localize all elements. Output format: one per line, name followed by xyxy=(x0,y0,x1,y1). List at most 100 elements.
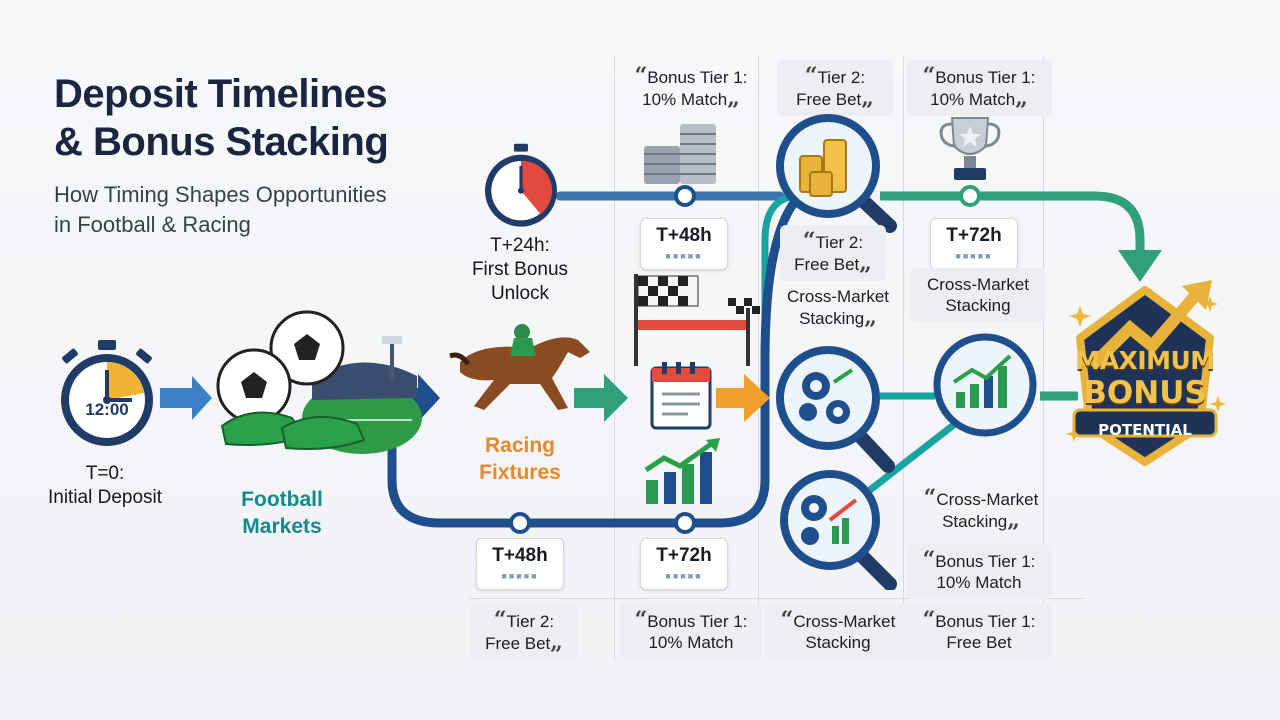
chequered-flags-icon xyxy=(634,274,760,366)
magnifier-gears-chart-icon xyxy=(780,470,897,590)
first-unlock-line-2: First Bonus xyxy=(471,259,569,280)
time-card-dots: ■■■■■ xyxy=(955,251,993,261)
first-bonus-unlock-label: T+24h: First Bonus Unlock xyxy=(450,234,590,306)
note-line: Free Bet xyxy=(946,633,1012,652)
note-line: Stacking xyxy=(799,309,865,328)
page-subtitle: How Timing Shapes Opportunities in Footb… xyxy=(54,180,454,240)
calendar-icon xyxy=(650,362,712,430)
waypoint-dot xyxy=(959,185,981,207)
note-line: Cross-Market xyxy=(793,612,896,631)
football-line-1: Football xyxy=(241,488,323,511)
quote-open: “ xyxy=(493,607,507,633)
note-line: 10% Match xyxy=(648,633,734,652)
football-markets-label: Football Markets xyxy=(222,486,342,540)
arrow-football-to-racing xyxy=(400,374,440,422)
quote-open: “ xyxy=(922,63,936,89)
note-line: Stacking xyxy=(942,512,1008,531)
arrow-clock-to-football xyxy=(160,376,212,420)
note-line: Tier 2: xyxy=(815,233,864,252)
note-line: Cross-Market xyxy=(936,490,1039,509)
badge-line-2: BONUS xyxy=(1083,375,1207,411)
initial-deposit-line-2: Initial Deposit xyxy=(47,487,163,508)
arrow-calendar-to-gears xyxy=(716,374,770,422)
time-card-top-72h: T+72h ■■■■■ xyxy=(930,218,1018,270)
waypoint-dot xyxy=(674,185,696,207)
note-line: Bonus Tier 1: xyxy=(935,552,1036,571)
racehorse-icon xyxy=(449,324,590,410)
maximum-bonus-badge-icon xyxy=(1066,280,1226,466)
time-card-dots: ■■■■■ xyxy=(501,571,539,581)
page-title: Deposit Timelines & Bonus Stacking xyxy=(54,70,474,166)
quote-open: “ xyxy=(802,228,816,254)
waypoint-dot xyxy=(509,512,531,534)
rising-bar-chart-icon xyxy=(644,438,720,504)
title-line-2: & Bonus Stacking xyxy=(54,120,389,164)
quote-open: “ xyxy=(634,63,648,89)
column-separator xyxy=(1043,55,1044,660)
note-line: Free Bet xyxy=(794,255,860,274)
badge-text: MAXIMUM BONUS POTENTIAL xyxy=(1064,346,1226,440)
row-separator xyxy=(470,598,1084,599)
football-line-2: Markets xyxy=(242,515,322,538)
bottom-route-line xyxy=(387,192,804,528)
stopwatch-icon xyxy=(61,340,153,446)
note-line: 10% Match xyxy=(930,90,1016,109)
note-line: Cross-Market xyxy=(926,275,1029,294)
note-line: Bonus Tier 1: xyxy=(647,68,748,87)
time-card-label: T+72h xyxy=(656,545,712,566)
note-line: 10% Match xyxy=(936,573,1022,592)
top-green-route xyxy=(880,191,1145,262)
time-card-label: T+72h xyxy=(946,225,1002,246)
racing-line-1: Racing xyxy=(484,434,555,457)
first-unlock-line-3: Unlock xyxy=(490,283,550,304)
initial-deposit-line-1: T=0: xyxy=(85,463,125,484)
football-cluster-icon xyxy=(216,310,422,454)
note-bottom-bonus-freebet: “Bonus Tier 1: Free Bet xyxy=(906,604,1052,659)
note-line: Bonus Tier 1: xyxy=(935,68,1036,87)
note-line: Bonus Tier 1: xyxy=(647,612,748,631)
quote-close: „ xyxy=(727,85,740,111)
stopwatch-24h-icon xyxy=(485,143,557,227)
note-line: Bonus Tier 1: xyxy=(935,612,1036,631)
trophy-icon xyxy=(939,117,1001,180)
note-line: 10% Match xyxy=(642,90,728,109)
arrow-racing-to-calendar xyxy=(574,374,628,422)
subtitle-line-1: How Timing Shapes Opportunities xyxy=(54,182,387,207)
note-line: Stacking xyxy=(805,633,871,652)
quote-open: “ xyxy=(922,607,936,633)
quote-open: “ xyxy=(923,485,937,511)
magnifier-gears-icon xyxy=(776,346,895,473)
note-mid-cross-market: Cross-Market Stacking„ xyxy=(770,280,906,335)
magnifier-chart-icon xyxy=(933,333,1037,437)
top-green-arrowhead xyxy=(1118,250,1162,282)
note-top-tier2: “Tier 2: Free Bet„ xyxy=(777,60,893,116)
quote-open: “ xyxy=(634,607,648,633)
note-line: Stacking xyxy=(945,296,1011,315)
waypoint-dot xyxy=(674,512,696,534)
clock-readout: 12:00 xyxy=(85,400,129,419)
quote-close: „ xyxy=(1007,507,1020,533)
diagonal-teal-route xyxy=(867,417,963,493)
time-card-label: T+48h xyxy=(656,225,712,246)
badge-line-1: MAXIMUM xyxy=(1075,346,1215,375)
initial-deposit-label: T=0: Initial Deposit xyxy=(30,462,180,510)
quote-close: „ xyxy=(864,304,877,330)
column-separator xyxy=(614,55,615,660)
note-bottom-cross-market: “Cross-Market Stacking xyxy=(764,604,912,659)
racing-line-2: Fixtures xyxy=(479,461,561,484)
note-line: Free Bet xyxy=(485,634,551,653)
note-bottom-bonus-tier1: “Bonus Tier 1: 10% Match xyxy=(620,604,762,659)
first-unlock-line-1: T+24h: xyxy=(490,235,550,256)
coin-stack-icon xyxy=(644,124,716,184)
time-card-bottom-72h: T+72h ■■■■■ xyxy=(640,538,728,590)
racing-fixtures-label: Racing Fixtures xyxy=(450,432,590,486)
note-right-bonus-tier1: “Bonus Tier 1: 10% Match xyxy=(906,544,1052,599)
column-separator xyxy=(758,55,759,660)
note-line: Cross-Market xyxy=(786,287,889,306)
column-separator xyxy=(903,55,904,660)
title-line-1: Deposit Timelines xyxy=(54,72,388,116)
note-right-cross-market-2: “Cross-Market Stacking„ xyxy=(908,482,1054,538)
quote-open: “ xyxy=(780,607,794,633)
